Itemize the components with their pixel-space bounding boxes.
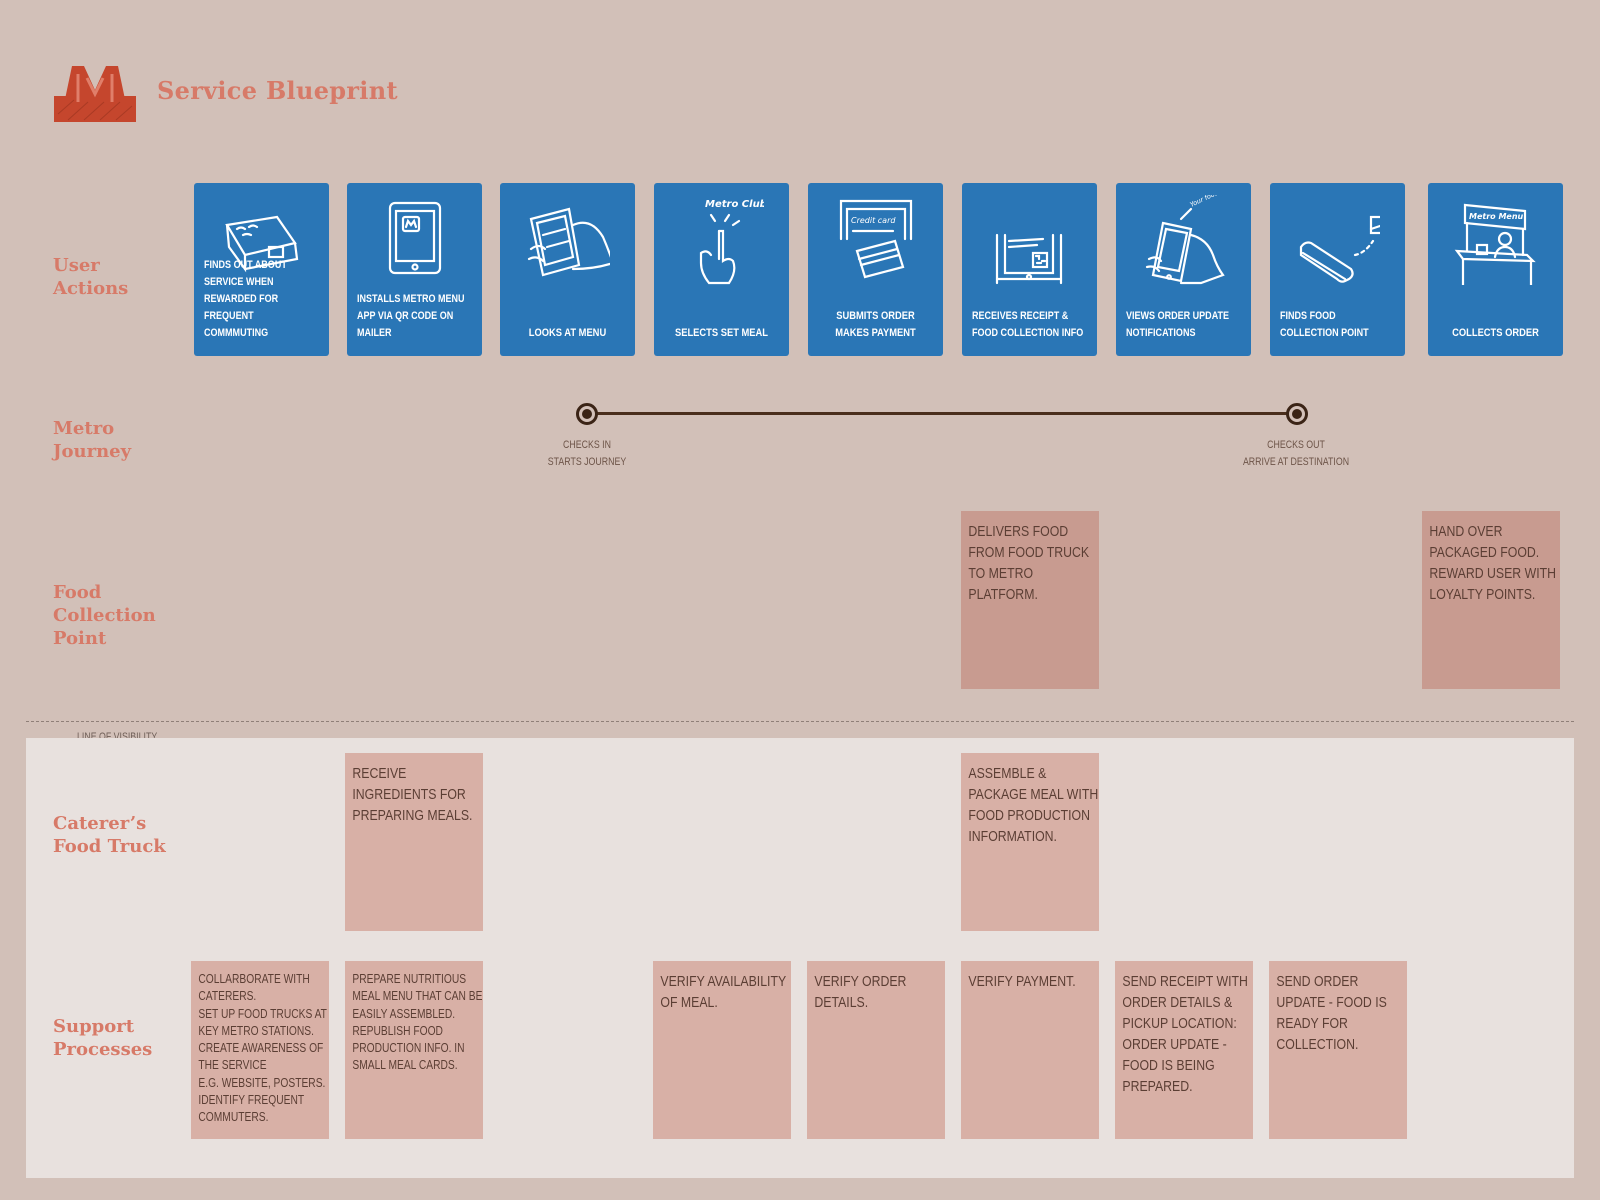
caterer-note: Receive ingredients for preparing meals. [345, 753, 483, 931]
caterer-note: Assemble & package meal with food produc… [961, 753, 1099, 931]
note-text: Assemble & package meal with food produc… [968, 765, 1099, 845]
journey-end-label: Checks out Arrive at destination [1242, 439, 1350, 468]
user-action-card: Finds food collection point [1270, 183, 1405, 356]
user-action-label: Submits order makes payment [835, 310, 916, 339]
note-text: Prepare nutritious meal menu that can be… [352, 972, 483, 1073]
user-action-card: Finds out about service when rewarded fo… [194, 183, 329, 356]
collection-kiosk-sketch-icon: Metro Menu [1454, 203, 1536, 285]
sketch-text: Metro Club [705, 199, 764, 210]
row-label-food-collection-point: Food Collection Point [53, 582, 156, 649]
user-action-label: Collects order [1452, 327, 1539, 339]
row-label-user-actions: User Actions [53, 255, 129, 299]
line-of-visibility [26, 721, 1574, 722]
note-text: Send receipt with order details & pickup… [1122, 973, 1248, 1095]
user-action-label: Looks at menu [528, 327, 607, 339]
journey-start-label: Checks in Starts journey [547, 439, 627, 468]
support-process-note: Verify availability of meal. [653, 961, 791, 1139]
user-action-label: Installs Metro Menu app via QR code on m… [357, 293, 465, 339]
phone-qr-receipt-sketch-icon [995, 233, 1063, 285]
user-action-card: Credit card Submits order makes payment [808, 183, 943, 356]
note-text: Verify payment. [968, 973, 1076, 990]
support-process-note: Verify order details. [807, 961, 945, 1139]
metro-m-logo-icon [54, 66, 136, 122]
food-voucher-sketch-icon [225, 215, 299, 273]
user-action-card: Your food is being prepared Views order … [1116, 183, 1251, 356]
support-process-note: Verify payment. [961, 961, 1099, 1139]
note-text: Collarborate with caterers. Set up food … [198, 972, 327, 1125]
note-text: Receive ingredients for preparing meals. [352, 765, 473, 824]
finger-tap-sketch-icon: Metro Club [699, 199, 764, 285]
note-text: Verify availability of meal. [660, 973, 786, 1011]
support-process-note: Collarborate with caterers. Set up food … [191, 961, 329, 1139]
user-action-label: Finds food collection point [1280, 310, 1369, 339]
journey-end-node [1286, 403, 1308, 425]
sketch-text: Your food is being prepared [1189, 195, 1226, 209]
row-label-caterers-food-truck: Caterer’s Food Truck [53, 813, 166, 857]
sketch-text: Metro Menu [1469, 212, 1524, 221]
train-to-kiosk-sketch-icon [1299, 215, 1380, 283]
hand-holding-phone-sketch-icon [527, 207, 610, 277]
phone-notification-sketch-icon: Your food is being prepared [1145, 195, 1226, 285]
food-collection-note: Delivers food from food truck to metro p… [961, 511, 1099, 689]
note-text: Hand over packaged food. Reward user wit… [1429, 523, 1557, 603]
metro-journey-line [587, 412, 1295, 415]
user-action-card: Metro Menu Collects order [1428, 183, 1563, 356]
tablet-app-sketch-icon [388, 201, 442, 275]
user-action-label: Selects set meal [675, 327, 768, 339]
user-action-label: Views order update notifications [1126, 310, 1230, 339]
support-process-note: Prepare nutritious meal menu that can be… [345, 961, 483, 1139]
food-collection-note: Hand over packaged food. Reward user wit… [1422, 511, 1560, 689]
user-action-card: Looks at menu [500, 183, 635, 356]
note-text: Send order update - food is ready for co… [1276, 973, 1387, 1053]
support-process-note: Send receipt with order details & pickup… [1115, 961, 1253, 1139]
support-process-note: Send order update - food is ready for co… [1269, 961, 1407, 1139]
sketch-text: Credit card [851, 216, 896, 225]
row-label-metro-journey: Metro Journey [53, 418, 132, 462]
page-title: Service Blueprint [157, 76, 398, 105]
row-label-support-processes: Support Processes [53, 1016, 153, 1060]
user-action-card: Metro Club Selects set meal [654, 183, 789, 356]
note-text: Delivers food from food truck to metro p… [968, 523, 1090, 603]
card-payment-sketch-icon: Credit card [839, 199, 913, 279]
user-action-card: Installs Metro Menu app via QR code on m… [347, 183, 482, 356]
user-action-label: Finds out about service when rewarded fo… [204, 259, 287, 339]
note-text: Verify order details. [814, 973, 907, 1011]
user-action-label: Receives receipt & food collection info [972, 310, 1084, 339]
user-action-card: Receives receipt & food collection info [962, 183, 1097, 356]
journey-start-node [576, 403, 598, 425]
